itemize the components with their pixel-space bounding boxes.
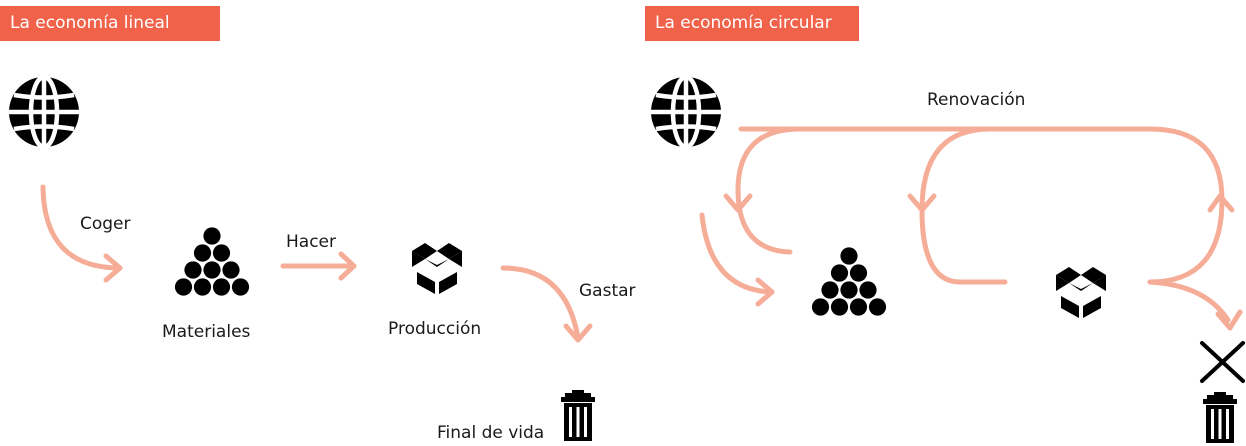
globe-icon <box>651 77 721 147</box>
trash-icon <box>561 390 595 441</box>
input-arrow <box>699 212 775 295</box>
materials-pyramid-icon <box>174 227 250 296</box>
use-arrow <box>500 265 581 341</box>
make-arrowhead <box>338 251 357 281</box>
use-label: Gastar <box>579 281 636 301</box>
inner-return-loop <box>919 126 1008 285</box>
outer-return-loop <box>735 126 803 255</box>
make-label: Hacer <box>286 232 336 252</box>
materials-label: Materiales <box>162 322 251 342</box>
use-arrowhead <box>563 323 593 343</box>
waste-arrow <box>1147 279 1231 323</box>
waste-arrowhead <box>1215 309 1243 331</box>
renewal-loop <box>738 126 1225 285</box>
box-icon <box>412 243 462 294</box>
trash-icon <box>1203 392 1237 443</box>
circular-economy-title: La economía circular <box>645 6 859 41</box>
linear-economy-title: La economía lineal <box>0 6 220 41</box>
production-label: Producción <box>388 319 482 339</box>
end-of-life-label: Final de vida <box>437 423 545 443</box>
materials-pyramid-icon <box>811 247 887 316</box>
globe-icon <box>9 77 79 147</box>
outer-return-arrowhead <box>723 193 753 213</box>
take-label: Coger <box>80 214 131 234</box>
take-arrow <box>40 184 123 271</box>
input-arrowhead <box>755 277 775 307</box>
inner-return-arrowhead <box>907 193 937 213</box>
cross-icon <box>1200 341 1245 383</box>
renewal-label: Renovación <box>927 90 1026 110</box>
renewal-arrowhead-up <box>1207 193 1235 213</box>
take-arrowhead <box>103 253 123 283</box>
box-icon <box>1056 267 1106 318</box>
